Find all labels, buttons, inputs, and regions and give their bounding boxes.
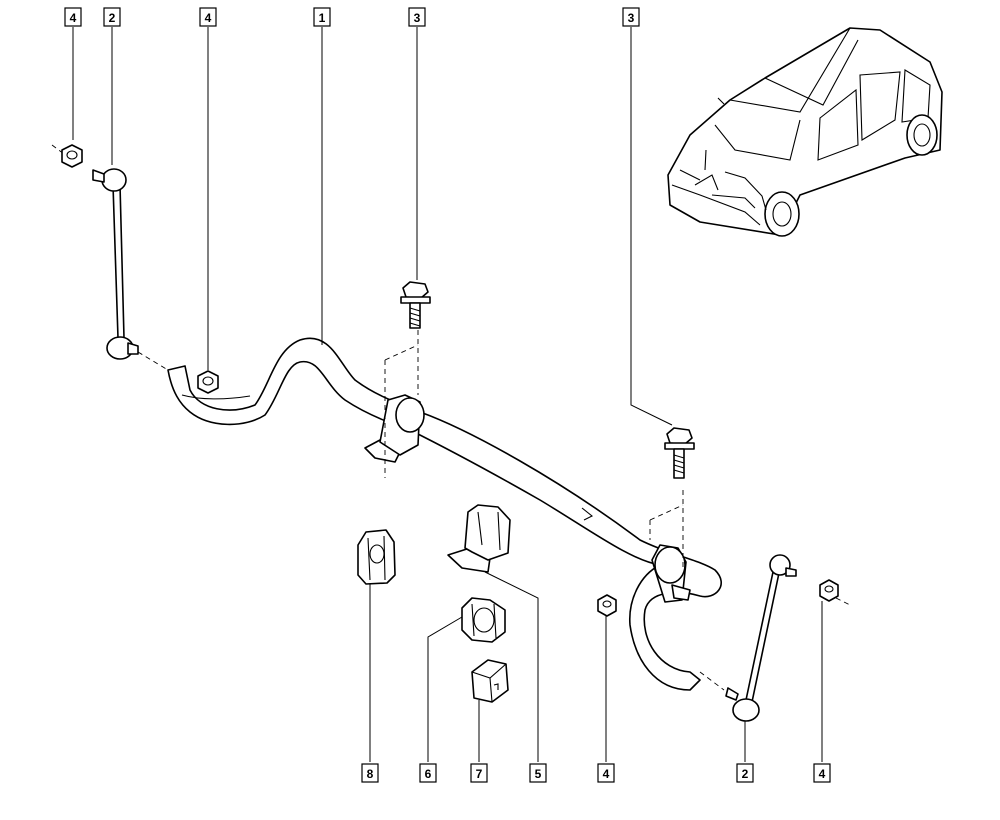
callout-c2: 2 [103, 7, 121, 27]
insert-part-7 [471, 659, 509, 703]
bolt-right [664, 427, 695, 479]
callout-label: 4 [70, 11, 77, 25]
callout-c6: 3 [622, 7, 640, 27]
callout-label: 4 [819, 767, 826, 781]
callout-c13: 4 [813, 763, 831, 783]
callout-c5: 3 [408, 7, 426, 27]
callout-c1: 4 [64, 7, 82, 27]
callout-label: 4 [603, 767, 610, 781]
nut-mid-right [597, 594, 617, 617]
vehicle-illustration [667, 27, 943, 237]
nut-top-left [61, 144, 83, 168]
callout-label: 5 [535, 767, 542, 781]
callout-c8: 6 [419, 763, 437, 783]
callout-c12: 2 [736, 763, 754, 783]
clamp-part-5 [447, 504, 511, 573]
callout-c10: 5 [529, 763, 547, 783]
callout-label: 3 [414, 11, 421, 25]
callout-c3: 4 [199, 7, 217, 27]
callout-label: 4 [205, 11, 212, 25]
anti-roll-bar [167, 337, 722, 691]
link-rod-left [51, 144, 169, 371]
callout-label: 3 [628, 11, 635, 25]
callout-c11: 4 [597, 763, 615, 783]
callout-label: 2 [109, 11, 116, 25]
nut-mid-left [197, 370, 219, 394]
callout-c9: 7 [470, 763, 488, 783]
callout-c4: 1 [313, 7, 331, 27]
callout-label: 1 [319, 11, 326, 25]
callout-label: 6 [425, 767, 432, 781]
callout-label: 7 [476, 767, 483, 781]
bush-part-8 [357, 529, 396, 585]
bolt-left [400, 281, 431, 329]
clamp-mounted-right [649, 490, 691, 603]
leader-lines [72, 27, 823, 762]
clamp-mounted-left [364, 330, 425, 478]
nut-right [819, 579, 839, 602]
bush-part-6 [461, 597, 506, 643]
link-rod-right [699, 554, 853, 722]
callout-label: 8 [367, 767, 374, 781]
callout-c7: 8 [361, 763, 379, 783]
callout-label: 2 [742, 767, 749, 781]
